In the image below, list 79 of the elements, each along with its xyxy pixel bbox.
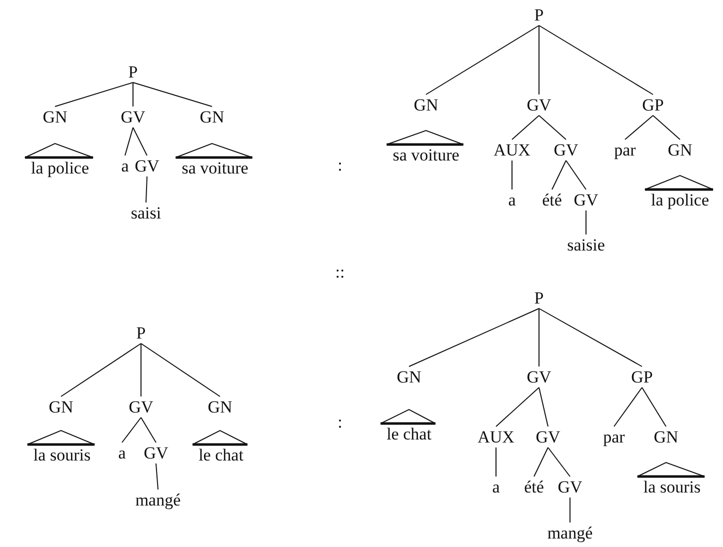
- word: sa voiture: [182, 158, 248, 178]
- tree-branch: [538, 25, 654, 95]
- tree-branch: [496, 387, 540, 427]
- category-label: GV: [526, 368, 552, 386]
- category-label: P: [128, 62, 138, 82]
- word: a: [508, 190, 516, 210]
- tree-branch: [534, 447, 548, 477]
- category-label: GN: [654, 428, 678, 446]
- tree-branch: [124, 127, 134, 156]
- category-label: GN: [200, 108, 224, 126]
- category-label: GN: [42, 108, 68, 126]
- separator-mark: :: [338, 156, 342, 174]
- tree-branch: [538, 115, 566, 140]
- category-label: GN: [208, 398, 232, 416]
- word: a: [121, 156, 129, 176]
- tree-branch: [538, 25, 540, 95]
- tree-branch: [512, 115, 540, 140]
- separator-mark: ::: [335, 264, 345, 280]
- tree-branch: [538, 308, 540, 367]
- tree-branch: [54, 82, 134, 107]
- tree-branch: [614, 387, 642, 427]
- word: a: [118, 444, 126, 462]
- tree-branch: [624, 115, 654, 140]
- word: mangé: [135, 490, 181, 510]
- tree-branch: [408, 308, 540, 367]
- tree-branch: [156, 463, 158, 490]
- word: le chat: [386, 424, 432, 444]
- category-label: GV: [554, 140, 578, 160]
- word: saisi: [130, 204, 162, 222]
- category-label: GP: [642, 96, 664, 114]
- tree-branch: [132, 82, 134, 107]
- word: par: [614, 140, 636, 160]
- category-label: GN: [668, 140, 692, 160]
- category-label: GN: [396, 368, 422, 386]
- tree-branch: [60, 343, 142, 397]
- tree-branch: [426, 25, 540, 95]
- category-label: GN: [48, 398, 74, 416]
- category-label: GV: [536, 428, 560, 446]
- word: la police: [650, 190, 710, 210]
- tree-branch: [566, 160, 586, 190]
- tree-branch: [140, 343, 220, 397]
- category-label: GN: [414, 96, 438, 114]
- category-label: P: [136, 324, 146, 342]
- tree-branch: [140, 343, 142, 397]
- tree-branch: [140, 417, 156, 443]
- separator-mark: :: [338, 414, 342, 430]
- word: la police: [30, 158, 90, 178]
- word: été: [542, 190, 562, 210]
- word: saisie: [567, 236, 605, 254]
- word: sa voiture: [392, 146, 460, 164]
- word: par: [603, 428, 625, 446]
- tree-branch: [146, 176, 148, 203]
- word: mangé: [547, 524, 593, 542]
- category-label: P: [534, 6, 544, 24]
- tree-branch: [132, 82, 212, 107]
- category-label: P: [534, 288, 544, 308]
- word: a: [492, 478, 500, 496]
- tree-branch: [652, 115, 680, 140]
- tree-branch: [132, 127, 148, 156]
- category-label: GV: [128, 398, 154, 416]
- category-label: AUX: [494, 140, 530, 160]
- category-label: GV: [120, 108, 146, 126]
- category-label: GP: [631, 368, 653, 386]
- category-label: GV: [558, 478, 582, 496]
- category-label: GV: [526, 96, 552, 114]
- tree-branch: [538, 387, 548, 427]
- tree-branch: [552, 160, 566, 190]
- word: été: [524, 478, 544, 496]
- tree-branch: [122, 417, 142, 443]
- word: la souris: [33, 446, 91, 464]
- category-label: GV: [574, 190, 598, 210]
- word: la souris: [643, 478, 701, 496]
- tree-branch: [642, 387, 666, 427]
- category-label: GV: [134, 156, 160, 176]
- tree-branch: [548, 447, 570, 477]
- category-label: AUX: [478, 428, 514, 446]
- tree-branch: [538, 308, 642, 367]
- category-label: GV: [144, 444, 168, 462]
- word: le chat: [198, 446, 244, 464]
